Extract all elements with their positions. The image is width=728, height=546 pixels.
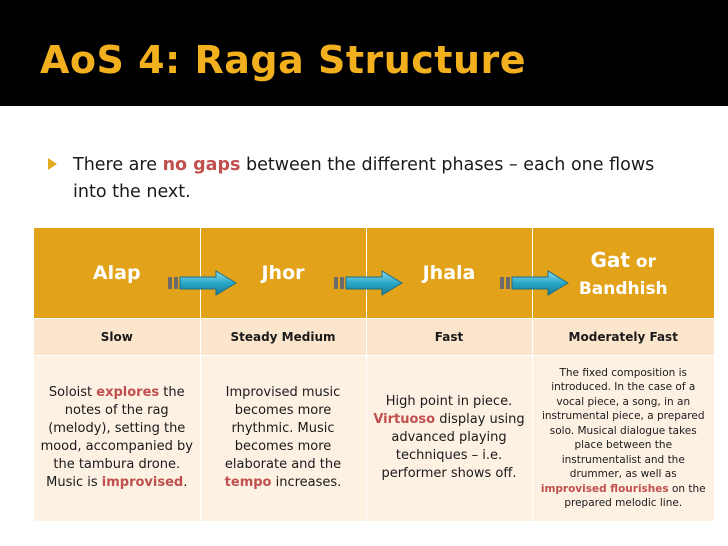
desc-text: increases. — [271, 475, 342, 491]
header-bandhish-label: Bandhish — [578, 279, 668, 300]
desc-highlight: explores — [96, 385, 160, 401]
desc-text: Improvised music becomes more rhythmic. … — [224, 385, 342, 473]
desc-jhala: High point in piece. Virtuoso display us… — [366, 355, 533, 522]
right-arrow-icon — [168, 270, 237, 296]
desc-text: the notes of the rag (melody), setting t… — [40, 385, 193, 491]
title-bar: AoS 4: Raga Structure — [0, 0, 728, 106]
desc-gat: The fixed composition is introduced. In … — [532, 355, 714, 522]
header-gat-or: or — [630, 252, 656, 273]
header-jhor-label: Jhor — [261, 261, 305, 284]
header-gat: Gat or Bandhish — [532, 228, 714, 319]
desc-highlight: improvised flourishes — [540, 482, 669, 495]
header-gat-label: Gat — [590, 248, 630, 273]
bullet-text-post: between the different phases – each one … — [73, 155, 655, 202]
header-alap: Alap — [34, 228, 201, 319]
header-jhala: Jhala — [366, 228, 533, 319]
header-jhala-label: Jhala — [422, 261, 476, 284]
speed-cell: Slow — [34, 318, 201, 356]
speed-cell: Fast — [366, 318, 533, 356]
speed-cell: Steady Medium — [200, 318, 367, 356]
desc-highlight: tempo — [224, 475, 272, 491]
right-arrow-icon — [500, 270, 569, 296]
bullet-point: There are no gaps between the different … — [48, 152, 708, 206]
desc-text: The fixed composition is introduced. In … — [541, 366, 705, 481]
desc-jhor: Improvised music becomes more rhythmic. … — [200, 355, 367, 522]
desc-text: on the prepared melodic line. — [564, 482, 706, 510]
desc-highlight: Virtuoso — [373, 412, 436, 428]
desc-text: . — [183, 475, 188, 491]
desc-text: High point in piece. — [385, 394, 513, 410]
header-row: Alap Jhor Jhala Gat or Bandhish — [34, 228, 714, 319]
bullet-arrow-icon — [48, 158, 57, 170]
description-row: Soloist explores the notes of the rag (m… — [34, 355, 714, 522]
bullet-highlight: no gaps — [162, 155, 241, 175]
speed-cell: Moderately Fast — [532, 318, 714, 356]
right-arrow-icon — [334, 270, 403, 296]
desc-text: Soloist — [48, 385, 97, 401]
header-jhor: Jhor — [200, 228, 367, 319]
bullet-text: There are no gaps between the different … — [73, 152, 693, 206]
raga-structure-table: Alap Jhor Jhala Gat or Bandhish Slow Ste… — [34, 228, 714, 522]
speed-row: Slow Steady Medium Fast Moderately Fast — [34, 318, 714, 356]
desc-alap: Soloist explores the notes of the rag (m… — [34, 355, 201, 522]
desc-highlight: improvised — [101, 475, 184, 491]
header-alap-label: Alap — [92, 261, 141, 284]
slide-title: AoS 4: Raga Structure — [40, 38, 527, 82]
bullet-text-pre: There are — [73, 155, 163, 175]
desc-text: display using advanced playing technique… — [381, 412, 525, 482]
